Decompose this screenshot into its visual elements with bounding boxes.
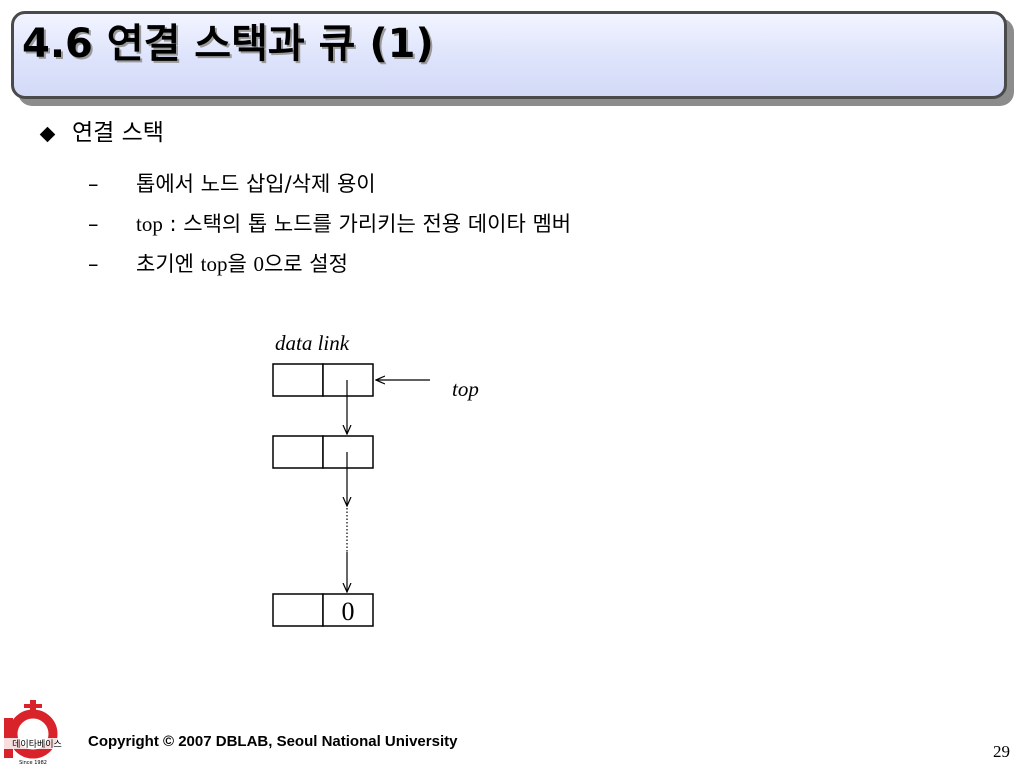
- dash-icon: –: [88, 252, 99, 276]
- top-pointer-label: top: [452, 377, 479, 401]
- sub-bullet-3-pre: 초기엔: [136, 252, 201, 276]
- sub-bullet-3: – 초기엔 top을 0으로 설정: [88, 244, 571, 284]
- node-data-cell: [272, 593, 324, 627]
- bullet-label: 연결 스택: [72, 120, 164, 146]
- stack-node-1: [272, 363, 374, 397]
- node-link-cell: [322, 593, 374, 627]
- sub-bullet-2-text: : 스택의 톱 노드를 가리키는 전용 데이타 멤버: [162, 212, 572, 236]
- logo-text: 데이타베이스: [12, 739, 62, 750]
- sub-bullet-2: – top : 스택의 톱 노드를 가리키는 전용 데이타 멤버: [88, 204, 571, 244]
- bullet-linked-stack: 연결 스택: [39, 116, 164, 150]
- sub-bullet-3-num: 0: [253, 252, 264, 276]
- node-data-cell: [272, 435, 324, 469]
- sub-bullet-list: – 톱에서 노드 삽입/삭제 용이 – top : 스택의 톱 노드를 가리키는…: [38, 164, 571, 284]
- slide-title: 4.6 연결 스택과 큐 (1): [22, 21, 434, 67]
- footer-copyright: Copyright © 2007 DBLAB, Seoul National U…: [88, 733, 458, 750]
- page-number: 29: [993, 742, 1010, 761]
- node-data-cell: [272, 363, 324, 397]
- stack-node-last: 0: [272, 593, 374, 627]
- logo-since: Since 1982: [19, 760, 47, 766]
- sub-bullet-2-code: top: [136, 212, 163, 236]
- node-link-cell: [322, 363, 374, 397]
- stack-node-2: [272, 435, 374, 469]
- sub-bullet-1-text: 톱에서 노드 삽입/삭제 용이: [136, 172, 376, 196]
- sub-bullet-3-mid: 을: [227, 252, 254, 276]
- node-field-label: data link: [275, 331, 350, 355]
- dash-icon: –: [88, 172, 99, 196]
- null-link-value: 0: [342, 597, 355, 626]
- sub-bullet-3-code: top: [200, 252, 228, 276]
- bullet-list: 연결 스택: [39, 116, 164, 150]
- dblab-logo: 데이타베이스 Since 1982: [0, 698, 76, 768]
- sub-bullet-3-post: 으로 설정: [263, 252, 348, 276]
- node-link-cell: [322, 435, 374, 469]
- sub-bullet-1: – 톱에서 노드 삽입/삭제 용이: [88, 164, 571, 204]
- title-bar: [11, 11, 1007, 99]
- dash-icon: –: [88, 212, 99, 236]
